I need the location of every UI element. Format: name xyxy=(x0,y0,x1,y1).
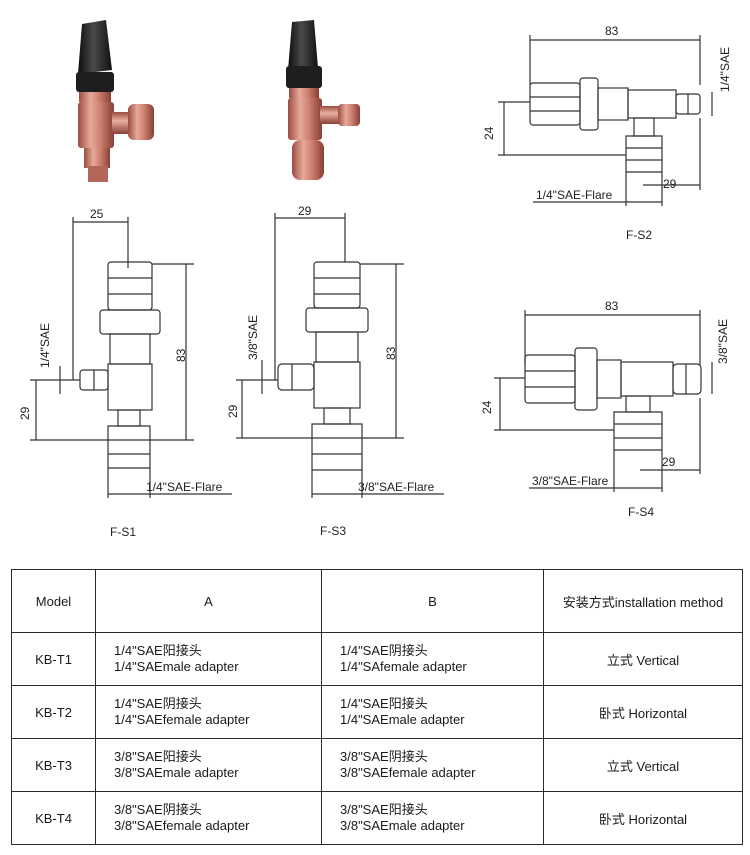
fs4-height-dim: 24 xyxy=(480,400,494,414)
adapter-a-line2: 1/4"SAEfemale adapter xyxy=(114,712,250,727)
header-model: Model xyxy=(11,569,96,633)
model-cell: KB-T4 xyxy=(11,791,96,845)
fs1-width-dim: 25 xyxy=(90,207,104,221)
drawing-fs4 xyxy=(494,310,713,492)
table-row: KB-T2 1/4"SAE阴接头 1/4"SAEfemale adapter 1… xyxy=(11,685,743,739)
fs3-height-dim: 83 xyxy=(384,346,398,360)
fs1-flare-label: 1/4"SAE-Flare xyxy=(146,480,223,494)
method-cell: 卧式 Horizontal xyxy=(543,685,743,739)
fs3-side-port-label: 3/8"SAE xyxy=(246,315,260,360)
adapter-b-line1: 1/4"SAE阴接头 xyxy=(340,643,428,658)
header-b: B xyxy=(321,569,544,633)
fs3-width-dim: 29 xyxy=(298,204,312,218)
adapter-a-line1: 1/4"SAE阳接头 xyxy=(114,643,202,658)
adapter-a-line2: 3/8"SAEmale adapter xyxy=(114,765,239,780)
adapter-a-line2: 3/8"SAEfemale adapter xyxy=(114,818,250,833)
adapter-b-line2: 1/4"SAfemale adapter xyxy=(340,659,467,674)
adapter-b-line2: 3/8"SAEfemale adapter xyxy=(340,765,476,780)
header-method: 安装方式installation method xyxy=(543,569,743,633)
fs3-caption: F-S3 xyxy=(320,524,347,538)
fs4-length-dim: 83 xyxy=(605,299,619,313)
adapter-b-cell: 1/4"SAE阴接头 1/4"SAfemale adapter xyxy=(321,632,544,686)
fs4-flare-label: 3/8"SAE-Flare xyxy=(532,474,609,488)
fs4-caption: F-S4 xyxy=(628,505,655,519)
adapter-b-cell: 3/8"SAE阴接头 3/8"SAEfemale adapter xyxy=(321,738,544,792)
fs1-height-dim: 83 xyxy=(174,348,188,362)
table-row: KB-T4 3/8"SAE阴接头 3/8"SAEfemale adapter 3… xyxy=(11,791,743,845)
fs4-offset-dim: 29 xyxy=(662,455,676,469)
table-row: KB-T3 3/8"SAE阳接头 3/8"SAEmale adapter 3/8… xyxy=(11,738,743,792)
fs1-offset-dim: 29 xyxy=(18,406,32,420)
adapter-b-line1: 1/4"SAE阳接头 xyxy=(340,696,428,711)
adapter-b-cell: 1/4"SAE阳接头 1/4"SAEmale adapter xyxy=(321,685,544,739)
table-header-row: Model A B 安装方式installation method xyxy=(11,569,743,633)
model-cell: KB-T3 xyxy=(11,738,96,792)
adapter-a-line1: 3/8"SAE阴接头 xyxy=(114,802,202,817)
fs3-flare-label: 3/8"SAE-Flare xyxy=(358,480,435,494)
table-row: KB-T1 1/4"SAE阳接头 1/4"SAEmale adapter 1/4… xyxy=(11,632,743,686)
adapter-a-cell: 3/8"SAE阴接头 3/8"SAEfemale adapter xyxy=(95,791,322,845)
adapter-a-line1: 1/4"SAE阴接头 xyxy=(114,696,202,711)
fs2-caption: F-S2 xyxy=(626,228,653,242)
fs2-length-dim: 83 xyxy=(605,24,619,38)
adapter-a-cell: 1/4"SAE阳接头 1/4"SAEmale adapter xyxy=(95,632,322,686)
fs2-top-port-label: 1/4"SAE xyxy=(718,47,732,92)
method-cell: 卧式 Horizontal xyxy=(543,791,743,845)
adapter-b-line1: 3/8"SAE阳接头 xyxy=(340,802,428,817)
adapter-b-line2: 3/8"SAEmale adapter xyxy=(340,818,465,833)
fs3-offset-dim: 29 xyxy=(226,404,240,418)
valve-photo-vertical xyxy=(76,20,154,182)
adapter-a-cell: 1/4"SAE阴接头 1/4"SAEfemale adapter xyxy=(95,685,322,739)
drawing-fs3 xyxy=(236,213,444,498)
adapter-a-cell: 3/8"SAE阳接头 3/8"SAEmale adapter xyxy=(95,738,322,792)
adapter-b-line2: 1/4"SAEmale adapter xyxy=(340,712,465,727)
valve-photo-horizontal xyxy=(286,20,360,180)
fs2-flare-label: 1/4"SAE-Flare xyxy=(536,188,613,202)
model-cell: KB-T2 xyxy=(11,685,96,739)
header-a: A xyxy=(95,569,322,633)
adapter-a-line2: 1/4"SAEmale adapter xyxy=(114,659,239,674)
adapter-a-line1: 3/8"SAE阳接头 xyxy=(114,749,202,764)
fs1-caption: F-S1 xyxy=(110,525,137,539)
fs2-offset-dim: 29 xyxy=(663,177,677,191)
adapter-b-cell: 3/8"SAE阳接头 3/8"SAEmale adapter xyxy=(321,791,544,845)
fs4-top-port-label: 3/8"SAE xyxy=(716,319,730,364)
adapter-b-line1: 3/8"SAE阴接头 xyxy=(340,749,428,764)
fs1-side-port-label: 1/4"SAE xyxy=(38,323,52,368)
drawings-canvas xyxy=(30,20,713,498)
method-cell: 立式 Vertical xyxy=(543,632,743,686)
fs2-height-dim: 24 xyxy=(482,126,496,140)
model-cell: KB-T1 xyxy=(11,632,96,686)
drawing-fs2 xyxy=(498,35,713,206)
method-cell: 立式 Vertical xyxy=(543,738,743,792)
spec-table: Model A B 安装方式installation method KB-T1 … xyxy=(11,569,743,845)
drawing-fs1 xyxy=(30,217,232,498)
